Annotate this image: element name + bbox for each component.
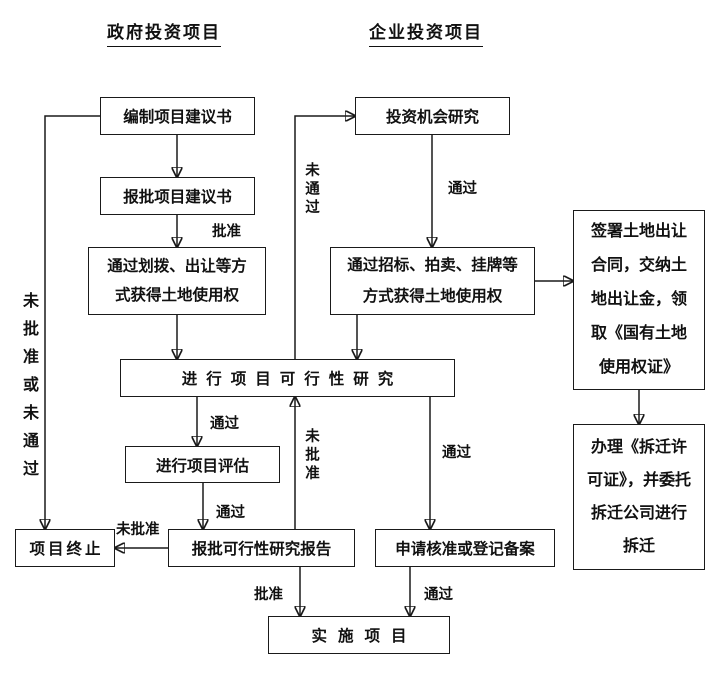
node-prepare-proposal-label: 编制项目建议书 bbox=[123, 109, 232, 126]
node-project-evaluation: 进行项目评估 bbox=[125, 446, 280, 483]
header-government-projects: 政府投资项目 bbox=[107, 18, 221, 47]
node-project-termination-label: 项目终止 bbox=[29, 541, 104, 558]
node-land-allocation-label: 通过划拨、出让等方 式获得土地使用权 bbox=[107, 258, 247, 304]
edge-feasibility-fail-to-opportunity bbox=[294, 116, 355, 359]
header-enterprise-label: 企业投资项目 bbox=[369, 23, 483, 42]
node-submit-feasibility-report-label: 报批可行性研究报告 bbox=[191, 541, 332, 558]
edge-label-not-passed: 未通过 bbox=[303, 162, 319, 218]
edge-label-not-approved-or-not-passed: 未批准或未通过 bbox=[20, 292, 37, 488]
node-submit-proposal: 报批项目建议书 bbox=[100, 177, 255, 215]
edge-label-passed-5: 通过 bbox=[424, 587, 453, 603]
edge-label-approved-2: 批准 bbox=[254, 587, 283, 603]
node-land-allocation: 通过划拨、出让等方 式获得土地使用权 bbox=[88, 247, 266, 315]
node-land-bidding: 通过招标、拍卖、挂牌等 方式获得土地使用权 bbox=[330, 247, 535, 315]
edge-label-passed-1: 通过 bbox=[448, 181, 477, 197]
edge-label-not-approved-left: 未批准 bbox=[116, 522, 160, 538]
edge-label-approved-1: 批准 bbox=[212, 224, 241, 240]
node-demolition-permit-label: 办理《拆迁许 可证》，并委托 拆迁公司进行 拆迁 bbox=[586, 439, 691, 555]
node-submit-feasibility-report: 报批可行性研究报告 bbox=[168, 529, 355, 567]
node-prepare-proposal: 编制项目建议书 bbox=[100, 97, 255, 135]
header-enterprise-projects: 企业投资项目 bbox=[369, 18, 483, 47]
node-submit-proposal-label: 报批项目建议书 bbox=[123, 189, 232, 206]
header-government-label: 政府投资项目 bbox=[107, 23, 221, 42]
node-implement-project-label: 实施项目 bbox=[311, 628, 418, 645]
node-sign-land-contract: 签署土地出让 合同，交纳土 地出让金，领 取《国有土地 使用权证》 bbox=[573, 210, 705, 390]
edge-label-not-approved-up: 未批准 bbox=[303, 428, 319, 484]
edge-label-passed-3: 通过 bbox=[442, 445, 471, 461]
node-feasibility-study-label: 进行项目可行性研究 bbox=[181, 371, 403, 388]
node-sign-land-contract-label: 签署土地出让 合同，交纳土 地出让金，领 取《国有土地 使用权证》 bbox=[590, 223, 687, 376]
node-apply-approval-registration: 申请核准或登记备案 bbox=[375, 529, 555, 567]
node-apply-approval-registration-label: 申请核准或登记备案 bbox=[395, 541, 535, 558]
node-project-evaluation-label: 进行项目评估 bbox=[155, 457, 249, 475]
node-investment-opportunity: 投资机会研究 bbox=[355, 97, 510, 135]
node-feasibility-study: 进行项目可行性研究 bbox=[120, 359, 455, 397]
node-land-bidding-label: 通过招标、拍卖、挂牌等 方式获得土地使用权 bbox=[347, 257, 518, 305]
node-project-termination: 项目终止 bbox=[15, 529, 115, 567]
node-demolition-permit: 办理《拆迁许 可证》，并委托 拆迁公司进行 拆迁 bbox=[573, 424, 705, 570]
node-investment-opportunity-label: 投资机会研究 bbox=[385, 109, 479, 126]
edge-prepare-fail-to-termination bbox=[45, 115, 100, 529]
node-implement-project: 实施项目 bbox=[268, 616, 450, 654]
edge-label-passed-2: 通过 bbox=[210, 416, 239, 432]
edge-label-passed-4: 通过 bbox=[216, 505, 245, 521]
